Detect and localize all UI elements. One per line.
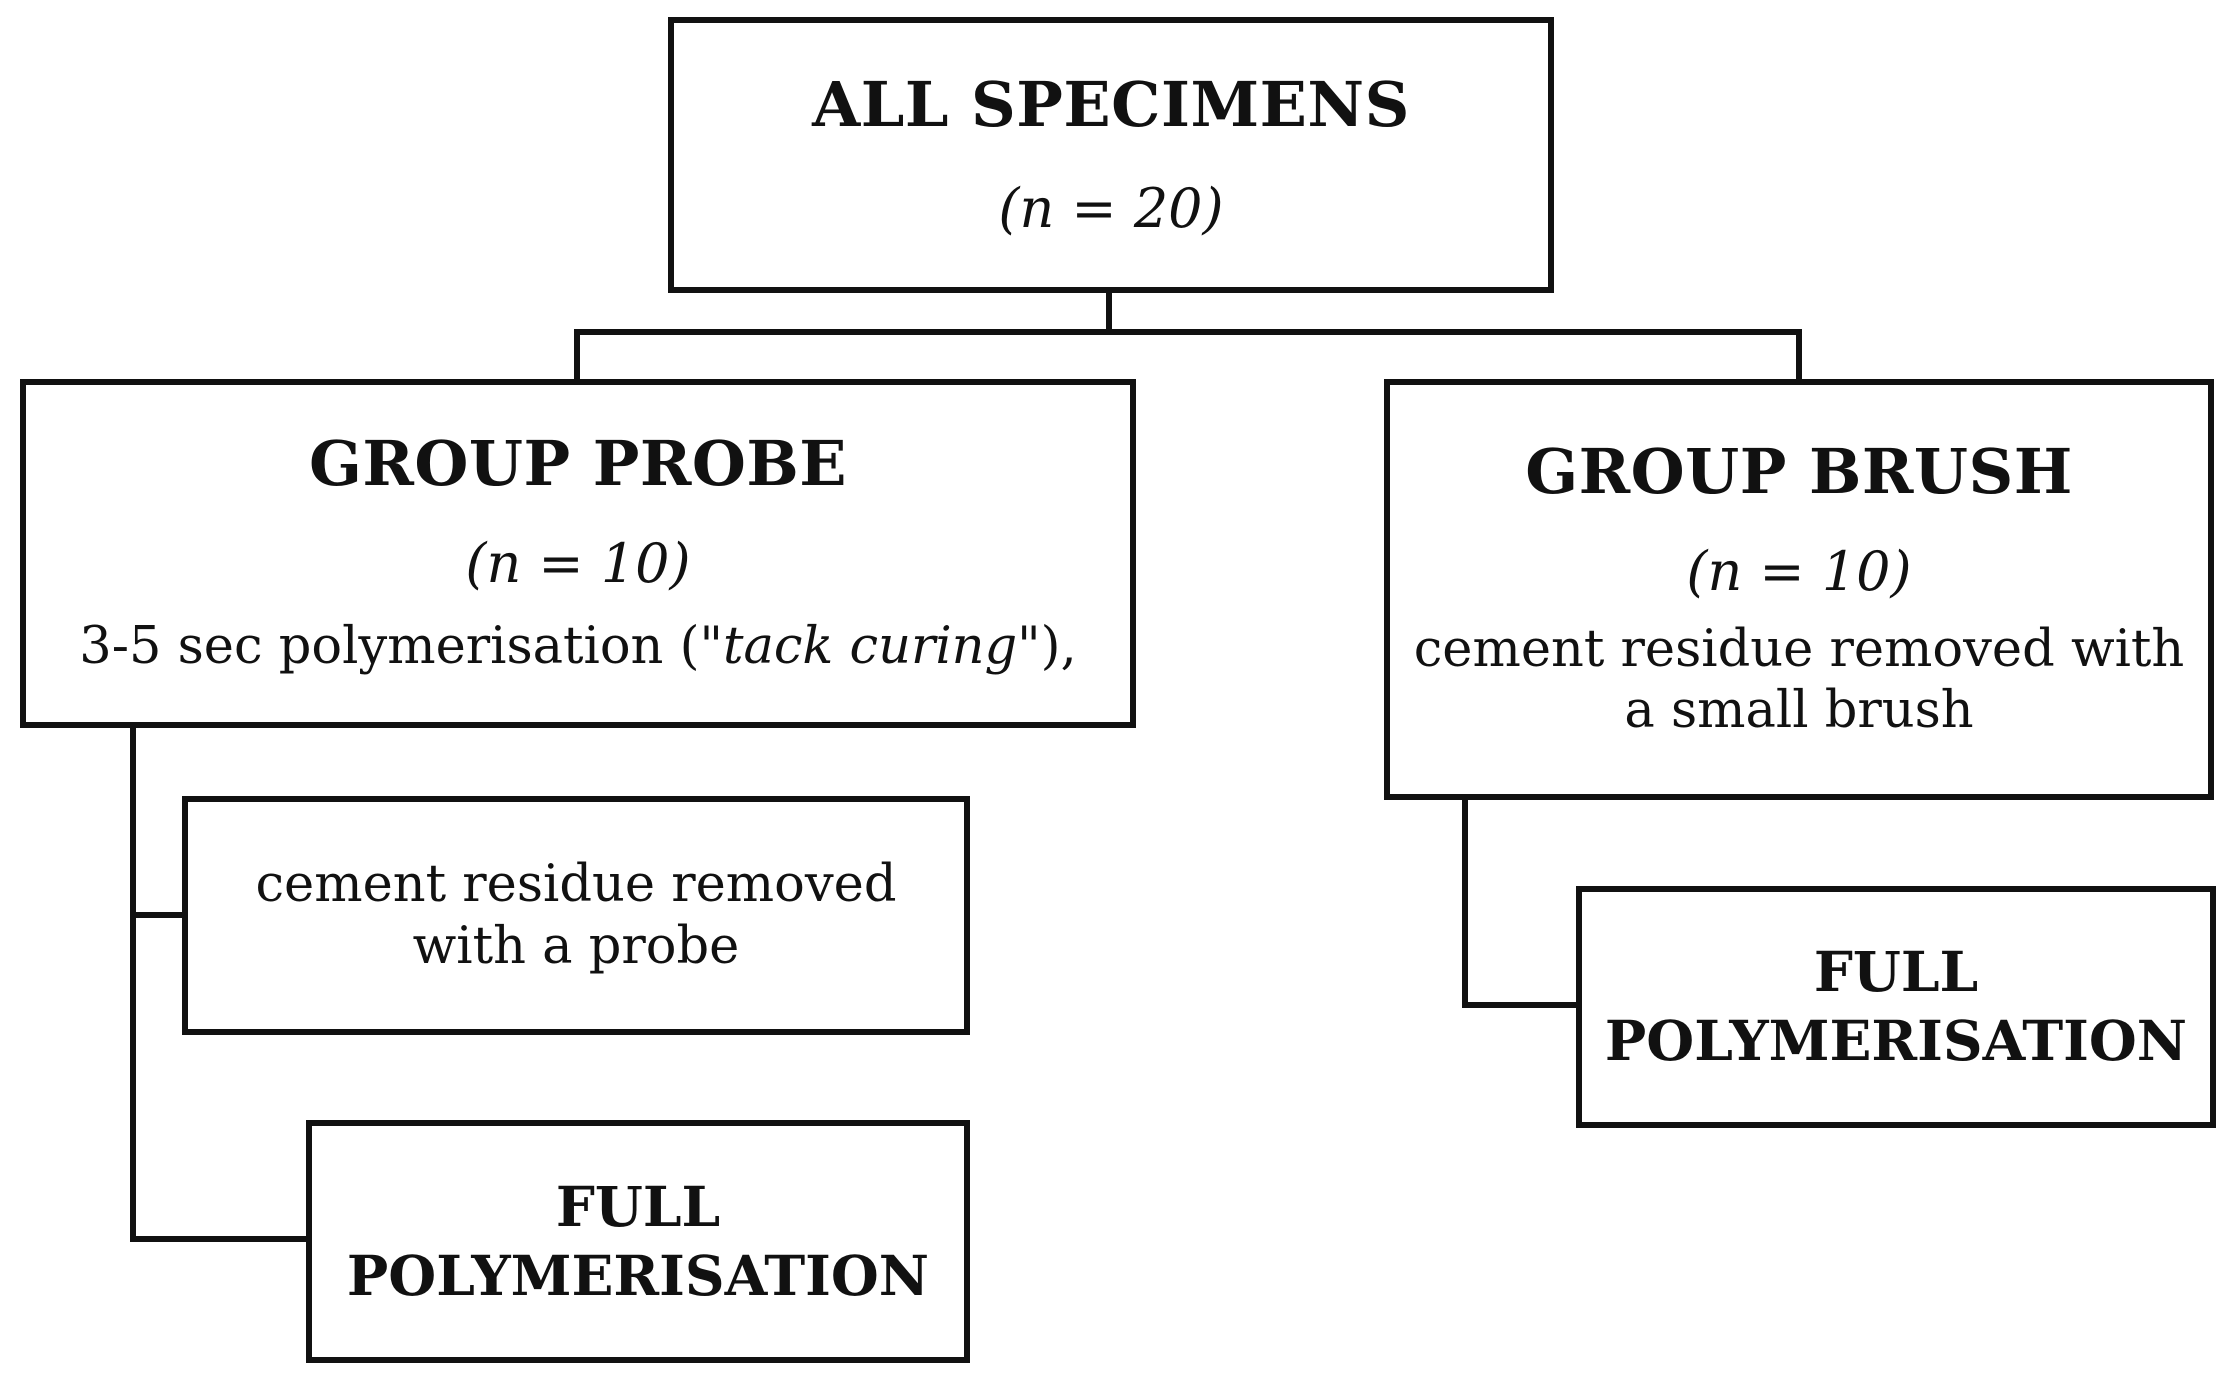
connector-probe-vertical	[130, 722, 136, 1242]
group-brush-description-line2: a small brush	[1624, 681, 1974, 741]
brush-step-full-line2: POLYMERISATION	[1604, 1008, 2188, 1073]
group-probe-title: GROUP PROBE	[308, 427, 848, 501]
group-probe-box: GROUP PROBE (n = 10) 3-5 sec polymerisat…	[20, 379, 1136, 728]
group-brush-description: cement residue removed with a small brus…	[1414, 619, 2185, 741]
group-probe-description-prefix: 3-5 sec polymerisation (	[79, 616, 700, 676]
root-count: (n = 20)	[998, 177, 1224, 241]
brush-step-full-line1: FULL	[1813, 939, 1979, 1005]
probe-step-residue-box: cement residue removed with a probe	[182, 796, 970, 1035]
group-brush-count: (n = 10)	[1686, 539, 1912, 603]
connector-to-probe	[574, 329, 580, 383]
probe-step-residue-line1: cement residue removed	[255, 855, 897, 915]
connector-probe-step2	[130, 1236, 312, 1242]
probe-step-full-line2: POLYMERISATION	[346, 1242, 930, 1308]
probe-step-full-polymerisation-box: FULL POLYMERISATION	[306, 1120, 970, 1363]
connector-brush-step1	[1462, 1002, 1582, 1008]
root-title: ALL SPECIMENS	[812, 68, 1410, 142]
connector-root-down	[1106, 289, 1112, 335]
probe-step-residue-line2: with a probe	[412, 916, 740, 976]
group-brush-box: GROUP BRUSH (n = 10) cement residue remo…	[1384, 379, 2214, 800]
group-probe-count: (n = 10)	[465, 532, 691, 596]
brush-step-full-polymerisation-box: FULL POLYMERISATION	[1576, 886, 2216, 1128]
group-brush-title: GROUP BRUSH	[1525, 434, 2073, 508]
connector-to-brush	[1796, 329, 1802, 383]
connector-horizontal-split	[574, 329, 1802, 335]
group-brush-description-line1: cement residue removed with	[1413, 620, 2185, 680]
group-probe-description-italic: "tack curing"	[699, 616, 1041, 676]
probe-step-full-line1: FULL	[555, 1173, 721, 1239]
group-probe-description-suffix: ),	[1040, 616, 1077, 676]
group-probe-description: 3-5 sec polymerisation ("tack curing"),	[79, 616, 1076, 677]
root-box: ALL SPECIMENS (n = 20)	[668, 17, 1554, 293]
connector-brush-vertical	[1462, 796, 1468, 1008]
connector-probe-step1	[130, 912, 188, 918]
